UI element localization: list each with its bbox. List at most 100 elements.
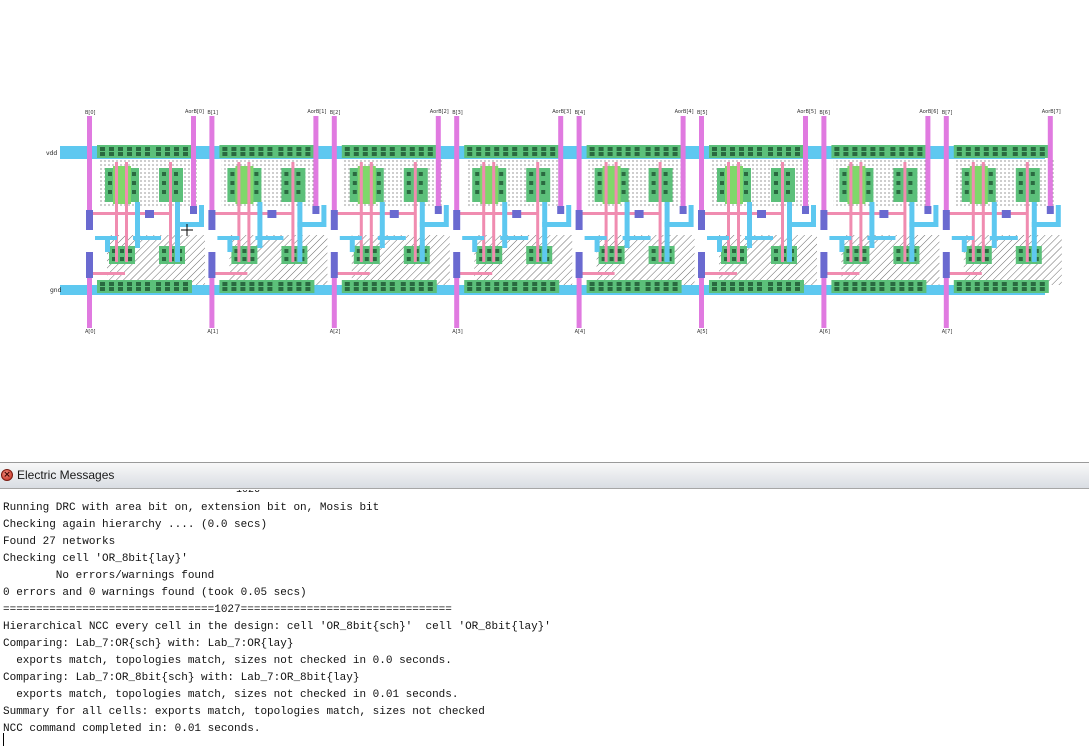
via-pad [208,210,216,230]
contact-cut [389,282,395,286]
contact-cut [344,147,350,151]
contact-cut [352,190,357,194]
contact-cut [732,249,736,253]
contact-cut [222,147,228,151]
metal1-route [594,236,600,252]
or-gate-cell-4: B[4]AorB[4]A[4] [575,109,695,335]
contact-cut [786,287,791,291]
contact-cut [777,282,782,286]
contact-cut [1018,172,1023,176]
contact-cut [485,282,491,286]
contact-cut [1021,287,1027,291]
contact-cut [621,190,626,194]
contact-cut [108,181,112,185]
contact-cut [908,152,914,156]
contact-cut [843,147,849,151]
contact-cut [672,152,678,156]
contact-cut [305,152,311,156]
contact-cut [1012,282,1018,286]
contact-cut [296,282,302,286]
contact-cut [866,190,871,194]
via-pad [820,210,828,230]
messages-titlebar[interactable]: × Electric Messages [0,463,1089,489]
contact-cut [908,147,914,151]
contact-cut [487,249,492,253]
contact-cut [476,147,482,151]
contact-cut [475,172,480,176]
contact-cut [532,147,538,151]
contact-cut [284,172,289,176]
contact-cut [861,147,867,151]
metal2-input-b [87,116,92,228]
metal1-route [1031,202,1037,262]
diffusion-contact-strip [341,280,399,293]
contact-cut [109,282,114,286]
contact-cut [305,282,311,286]
contact-cut [1039,152,1045,156]
contact-cut [541,287,547,291]
contact-cut [917,287,923,291]
metal1-route [339,236,362,240]
contact-cut [607,152,613,156]
message-line: ================================1027====… [3,604,452,616]
contact-cut [1001,287,1007,291]
bit-out-label: AorB[3] [552,109,571,115]
contact-cut [352,181,357,185]
contact-cut [861,152,867,156]
contact-cut [532,282,538,286]
poly-route [945,212,1008,215]
contact-cut [730,287,735,291]
via-pad [924,206,932,214]
via-pad [557,206,565,214]
contact-cut [162,257,166,261]
poly-route [333,212,396,215]
contact-cut [846,249,851,253]
contact-cut [899,147,905,151]
contact-cut [1018,190,1023,194]
via-pad [698,210,705,230]
contact-cut [109,152,114,156]
or-gate-cell-2: B[2]AorB[2]A[2] [330,109,450,335]
contact-cut [1039,147,1045,151]
contact-cut [786,181,790,185]
contact-cut [917,282,923,286]
contact-cut [249,287,255,291]
contact-cut [956,147,962,151]
close-icon[interactable]: × [1,469,13,481]
contact-cut [1001,152,1007,156]
diffusion-contact-strip [642,280,682,293]
contact-cut [234,249,239,253]
contact-cut [376,190,381,194]
contact-cut [917,147,923,151]
gnd-label: gnd [50,287,62,294]
contact-cut [634,152,640,156]
contact-cut [418,181,423,185]
contact-cut [427,152,433,156]
contact-cut [645,147,651,151]
contact-cut [242,257,247,261]
bit-b-label: B[1] [207,110,218,116]
contact-cut [625,287,631,291]
contact-cut [400,147,406,151]
contact-cut [663,190,668,194]
contact-cut [541,147,547,151]
contact-cut [364,249,369,253]
contact-cut [376,181,381,185]
contact-cut [418,287,424,291]
contact-cut [156,287,161,291]
contact-cut [964,190,969,194]
poly-route [391,212,416,215]
contact-cut [976,249,981,253]
contact-cut [305,287,311,291]
metal1-route [95,236,117,240]
contact-cut [870,147,876,151]
contact-cut [503,282,509,286]
metal1-route [991,202,997,248]
diffusion-contact-strip [709,280,766,293]
via-pad [330,210,338,230]
contact-cut [672,147,678,151]
metal1-route [199,205,204,227]
